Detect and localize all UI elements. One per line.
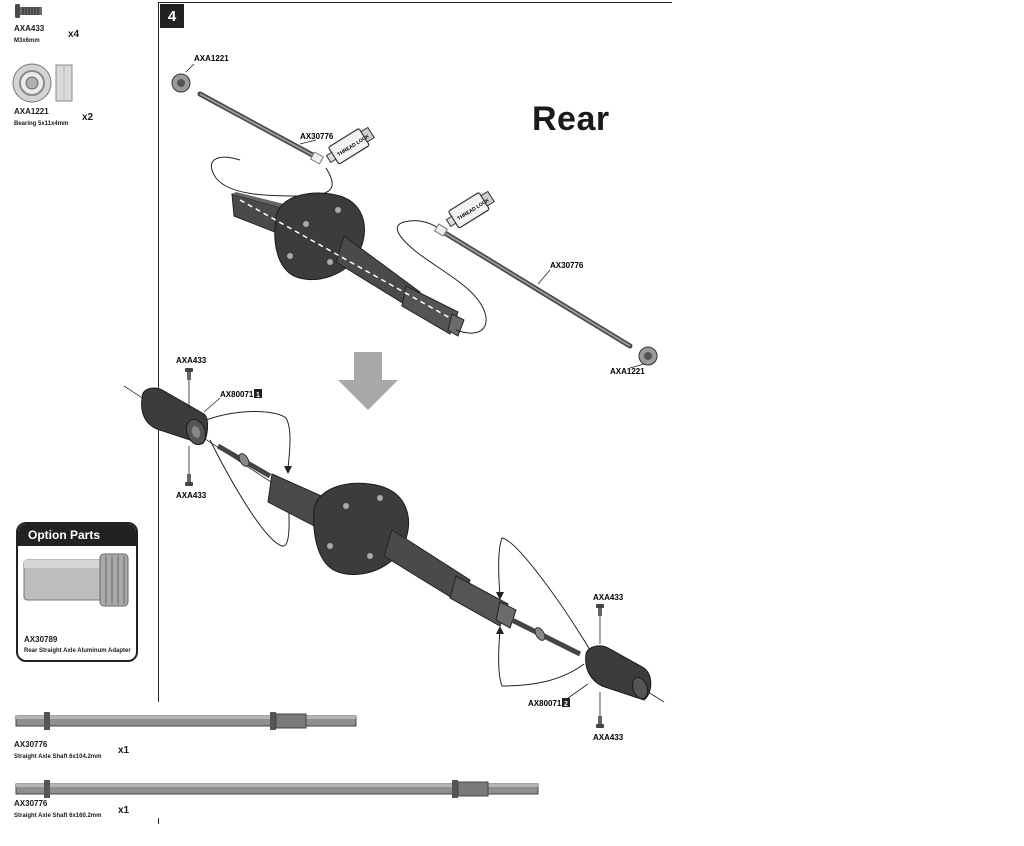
shaft-short-code: AX30776 — [14, 740, 48, 749]
shaft-short-qty: x1 — [118, 745, 130, 756]
bearing-icon — [12, 63, 73, 103]
screw-upper-right — [596, 604, 604, 616]
stub-shaft-right — [510, 617, 582, 657]
option-parts-box: Option Parts AX30789 Rear Straight Axle … — [16, 522, 138, 662]
callout-adapter-right-num: 2 — [564, 701, 568, 708]
thread-lock-tube-right: THREAD LOCK — [445, 190, 495, 229]
page-title: Rear — [532, 100, 610, 138]
top-divider — [158, 2, 672, 3]
screw-lower-left — [185, 474, 193, 486]
down-arrow — [338, 352, 398, 410]
callout-screw-upper-right: AXA433 — [593, 593, 624, 602]
step-number: 4 — [160, 4, 184, 28]
screw-upper-left — [185, 368, 193, 380]
thread-lock-tube-top: THREAD LOCK — [325, 126, 375, 165]
part-bearing-code: AXA1221 — [14, 107, 49, 116]
bearing-right — [638, 346, 658, 366]
callout-screw-upper-left: AXA433 — [176, 356, 207, 365]
part-bearing-desc: Bearing 5x11x4mm — [14, 121, 69, 127]
callout-screw-lower-right: AXA433 — [593, 733, 624, 742]
callout-adapter-right: AX80071 — [528, 699, 562, 708]
shaft-right — [433, 223, 633, 349]
option-parts-header: Option Parts — [18, 524, 136, 546]
shaft-long-desc: Straight Axle Shaft 6x160.2mm — [14, 813, 102, 819]
axle-shaft-short — [15, 712, 357, 730]
axle-housing-assembled — [267, 473, 517, 629]
shaft-long-code: AX30776 — [14, 799, 48, 808]
callout-screw-lower-left: AXA433 — [176, 491, 207, 500]
axle-housing-top — [231, 192, 465, 337]
part-bearing-qty: x2 — [82, 112, 94, 123]
bottom-tick — [158, 818, 159, 824]
part-screw-desc: M3x6mm — [14, 38, 40, 44]
option-part-code: AX30789 — [24, 635, 58, 644]
adapter-right — [585, 645, 652, 701]
shaft-long-qty: x1 — [118, 805, 130, 816]
option-part-desc: Rear Straight Axle Aluminum Adapter — [24, 648, 131, 654]
axle-shaft-long — [15, 780, 539, 798]
left-divider — [158, 2, 159, 702]
callout-adapter-left-num: 1 — [256, 392, 260, 399]
screw-lower-right — [596, 716, 604, 728]
callout-adapter-left: AX80071 — [220, 390, 254, 399]
shaft-short-desc: Straight Axle Shaft 6x104.2mm — [14, 754, 102, 760]
screw-icon — [15, 4, 42, 18]
adapter-left — [141, 387, 209, 446]
part-screw-qty: x4 — [68, 29, 80, 40]
bearing-top — [171, 73, 191, 93]
aluminum-adapter-icon — [23, 553, 129, 607]
callout-shaft-top: AX30776 — [300, 132, 334, 141]
stub-shaft-left — [216, 443, 272, 479]
shaft-top — [197, 91, 324, 165]
callout-bearing-right: AXA1221 — [610, 367, 645, 376]
callout-shaft-right: AX30776 — [550, 261, 584, 270]
part-screw-code: AXA433 — [14, 24, 45, 33]
callout-bearing-top: AXA1221 — [194, 54, 229, 63]
